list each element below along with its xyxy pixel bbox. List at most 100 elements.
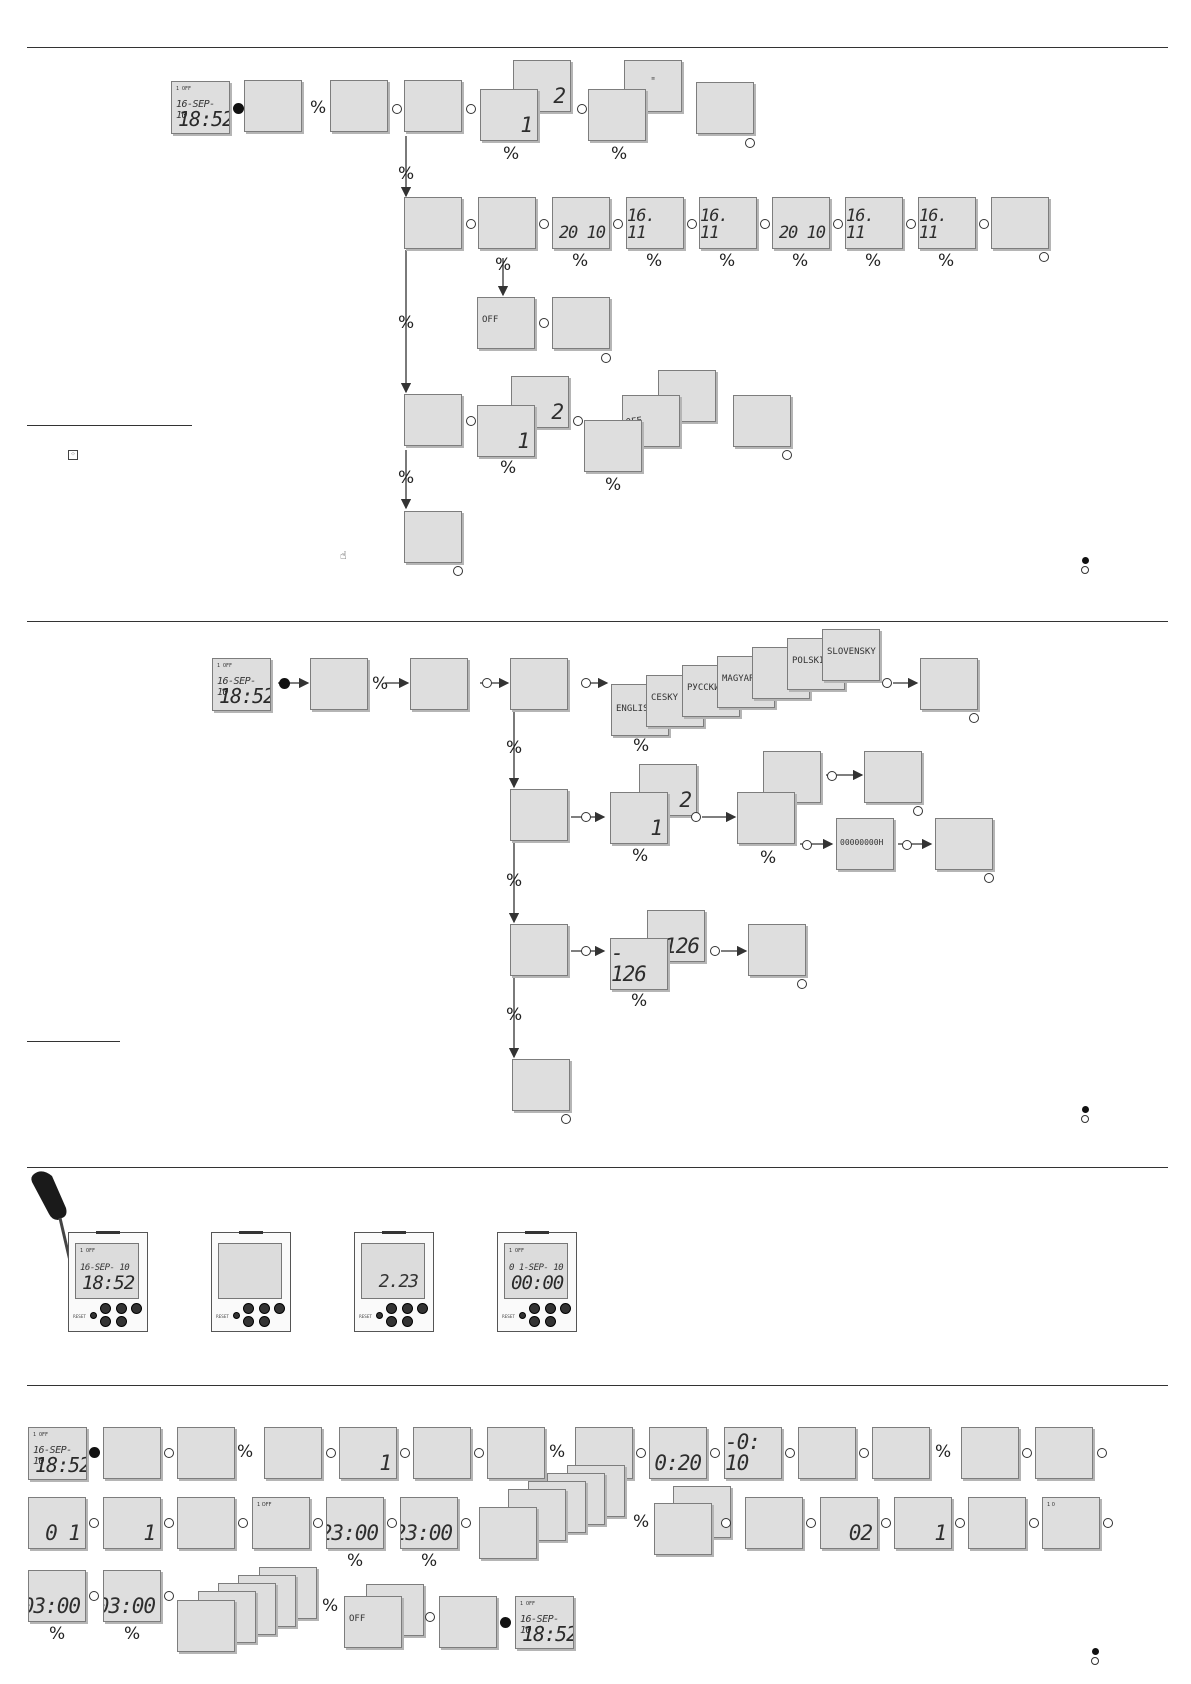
esc-button-icon[interactable] — [797, 979, 807, 989]
device-button[interactable] — [529, 1303, 540, 1314]
device-button[interactable] — [259, 1316, 270, 1327]
device-button[interactable] — [116, 1303, 127, 1314]
esc-button-icon[interactable] — [882, 678, 892, 688]
device-button[interactable] — [529, 1316, 540, 1327]
lcd-value: 1 — [650, 816, 663, 840]
lcd-screen: 1 — [480, 89, 538, 141]
esc-button-icon[interactable] — [466, 104, 476, 114]
esc-button-icon[interactable] — [955, 1518, 965, 1528]
lcd-screen: 20 10 — [772, 197, 830, 249]
esc-button-icon[interactable] — [913, 806, 923, 816]
esc-button-icon[interactable] — [577, 104, 587, 114]
esc-button-icon[interactable] — [782, 450, 792, 460]
esc-button-icon[interactable] — [710, 946, 720, 956]
esc-button-icon[interactable] — [387, 1518, 397, 1528]
esc-button-icon[interactable] — [802, 840, 812, 850]
esc-button-icon[interactable] — [806, 1518, 816, 1528]
legend-esc-icon — [1081, 566, 1089, 574]
device-button[interactable] — [402, 1303, 413, 1314]
percent-symbol: % — [605, 475, 622, 495]
esc-button-icon[interactable] — [902, 840, 912, 850]
device-button[interactable] — [100, 1316, 111, 1327]
device-button[interactable] — [116, 1316, 127, 1327]
reset-button[interactable] — [233, 1312, 240, 1319]
device-button[interactable] — [259, 1303, 270, 1314]
reset-button[interactable] — [519, 1312, 526, 1319]
esc-button-icon[interactable] — [238, 1518, 248, 1528]
esc-button-icon[interactable] — [581, 812, 591, 822]
device-button[interactable] — [386, 1303, 397, 1314]
device-button[interactable] — [545, 1316, 556, 1327]
device-button[interactable] — [402, 1316, 413, 1327]
esc-button-icon[interactable] — [833, 219, 843, 229]
lcd-value: 126 — [664, 934, 700, 958]
esc-button-icon[interactable] — [89, 1591, 99, 1601]
esc-button-icon[interactable] — [721, 1518, 731, 1528]
device-button[interactable] — [274, 1303, 285, 1314]
esc-button-icon[interactable] — [326, 1448, 336, 1458]
esc-button-icon[interactable] — [613, 219, 623, 229]
esc-button-icon[interactable] — [1039, 252, 1049, 262]
esc-button-icon[interactable] — [1103, 1518, 1113, 1528]
reset-button[interactable] — [90, 1312, 97, 1319]
esc-button-icon[interactable] — [636, 1448, 646, 1458]
esc-button-icon[interactable] — [89, 1518, 99, 1528]
esc-button-icon[interactable] — [573, 416, 583, 426]
esc-button-icon[interactable] — [979, 219, 989, 229]
device-button[interactable] — [545, 1303, 556, 1314]
device-button[interactable] — [243, 1316, 254, 1327]
ok-button-icon[interactable] — [233, 103, 244, 114]
lcd-value: - 126 — [611, 941, 647, 986]
esc-button-icon[interactable] — [859, 1448, 869, 1458]
lcd-value: 23:00 — [327, 1521, 379, 1545]
esc-button-icon[interactable] — [461, 1518, 471, 1528]
esc-button-icon[interactable] — [581, 946, 591, 956]
ok-button-icon[interactable] — [500, 1617, 511, 1628]
lcd-screen — [872, 1427, 930, 1479]
esc-button-icon[interactable] — [400, 1448, 410, 1458]
esc-button-icon[interactable] — [313, 1518, 323, 1528]
esc-button-icon[interactable] — [1097, 1448, 1107, 1458]
esc-button-icon[interactable] — [581, 678, 591, 688]
device-button[interactable] — [386, 1316, 397, 1327]
esc-button-icon[interactable] — [466, 416, 476, 426]
esc-button-icon[interactable] — [827, 771, 837, 781]
esc-button-icon[interactable] — [164, 1518, 174, 1528]
ok-button-icon[interactable] — [89, 1447, 100, 1458]
esc-button-icon[interactable] — [687, 219, 697, 229]
esc-button-icon[interactable] — [453, 566, 463, 576]
esc-button-icon[interactable] — [691, 812, 701, 822]
esc-button-icon[interactable] — [785, 1448, 795, 1458]
esc-button-icon[interactable] — [561, 1114, 571, 1124]
esc-button-icon[interactable] — [425, 1612, 435, 1622]
esc-button-icon[interactable] — [164, 1448, 174, 1458]
esc-button-icon[interactable] — [760, 219, 770, 229]
device-button[interactable] — [243, 1303, 254, 1314]
ok-button-icon[interactable] — [279, 678, 290, 689]
esc-button-icon[interactable] — [745, 138, 755, 148]
esc-button-icon[interactable] — [969, 713, 979, 723]
reset-button[interactable] — [376, 1312, 383, 1319]
percent-symbol: % — [398, 164, 415, 184]
esc-button-icon[interactable] — [1022, 1448, 1032, 1458]
esc-button-icon[interactable] — [710, 1448, 720, 1458]
esc-button-icon[interactable] — [539, 219, 549, 229]
esc-button-icon[interactable] — [392, 104, 402, 114]
esc-button-icon[interactable] — [881, 1518, 891, 1528]
esc-button-icon[interactable] — [466, 219, 476, 229]
esc-button-icon[interactable] — [539, 318, 549, 328]
esc-button-icon[interactable] — [906, 219, 916, 229]
device-button[interactable] — [417, 1303, 428, 1314]
device-button[interactable] — [560, 1303, 571, 1314]
esc-button-icon[interactable] — [1029, 1518, 1039, 1528]
esc-button-icon[interactable] — [164, 1591, 174, 1601]
esc-button-icon[interactable] — [601, 353, 611, 363]
device-button[interactable] — [131, 1303, 142, 1314]
device-button[interactable] — [100, 1303, 111, 1314]
lcd-screen: 03:00 — [28, 1570, 86, 1622]
lcd-screen — [478, 197, 536, 249]
esc-button-icon[interactable] — [474, 1448, 484, 1458]
esc-button-icon[interactable] — [482, 678, 492, 688]
percent-symbol: % — [503, 144, 520, 164]
esc-button-icon[interactable] — [984, 873, 994, 883]
